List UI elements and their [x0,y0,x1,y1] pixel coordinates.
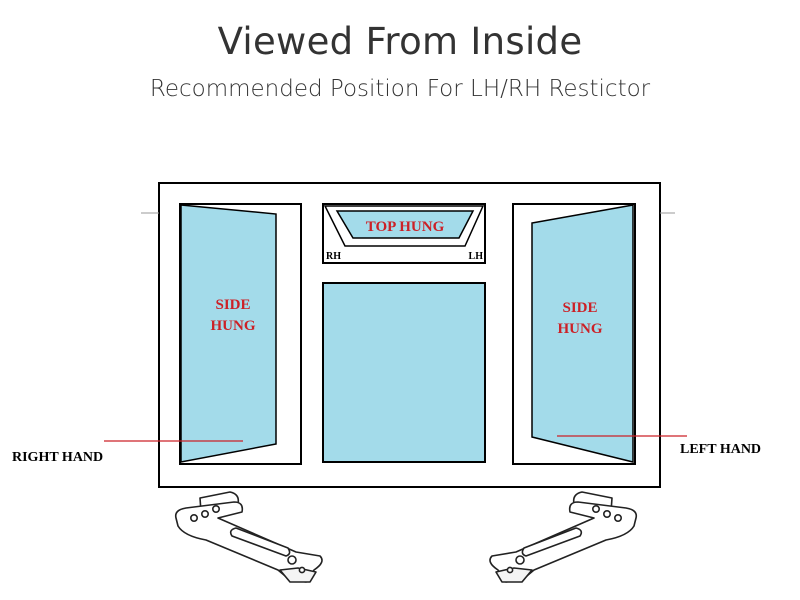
top-panel-sash-glass [335,210,475,239]
left-restrictor-slot [229,527,291,557]
right-restrictor-hole-2 [603,509,612,518]
center-fixed-panel [322,282,486,463]
right-hand-label: RIGHT HAND [12,450,103,465]
right-panel-label-line1: SIDE [562,300,597,316]
left-restrictor-tab [279,567,317,583]
right-restrictor-hole-4 [515,555,525,565]
left-restrictor-hole-2 [200,509,209,518]
right-restrictor-hole-3 [592,505,601,514]
right-restrictor-rivet [506,566,514,574]
right-panel-sash [531,204,634,463]
right-panel-label-line2: HUNG [558,321,603,337]
page-title: Viewed From Inside [217,20,583,63]
right-restrictor-icon [489,491,638,583]
right-side-hung-panel: SIDE HUNG [512,203,636,465]
top-hung-panel: TOP HUNG RH LH [322,203,486,264]
left-panel-label-line1: SIDE [215,297,250,313]
page-subtitle: Recommended Position For LH/RH Restictor [149,76,651,102]
left-restrictor-hole-3 [211,505,220,514]
left-restrictor-hole-1 [189,513,198,522]
top-panel-label: TOP HUNG [366,219,445,235]
top-panel-rh-label: RH [326,251,341,262]
left-restrictor-icon [174,491,323,583]
left-side-hung-panel: SIDE HUNG [179,203,302,465]
right-restrictor-slot [521,527,583,557]
left-restrictor-rivet [298,566,306,574]
left-panel-sash [180,204,277,463]
right-restrictor-hole-1 [614,513,623,522]
right-restrictor-tab [495,567,533,583]
left-panel-label-line2: HUNG [211,318,256,334]
top-panel-lh-label: LH [469,251,484,262]
left-hand-label: LEFT HAND [680,442,761,457]
left-restrictor-hole-4 [287,555,297,565]
